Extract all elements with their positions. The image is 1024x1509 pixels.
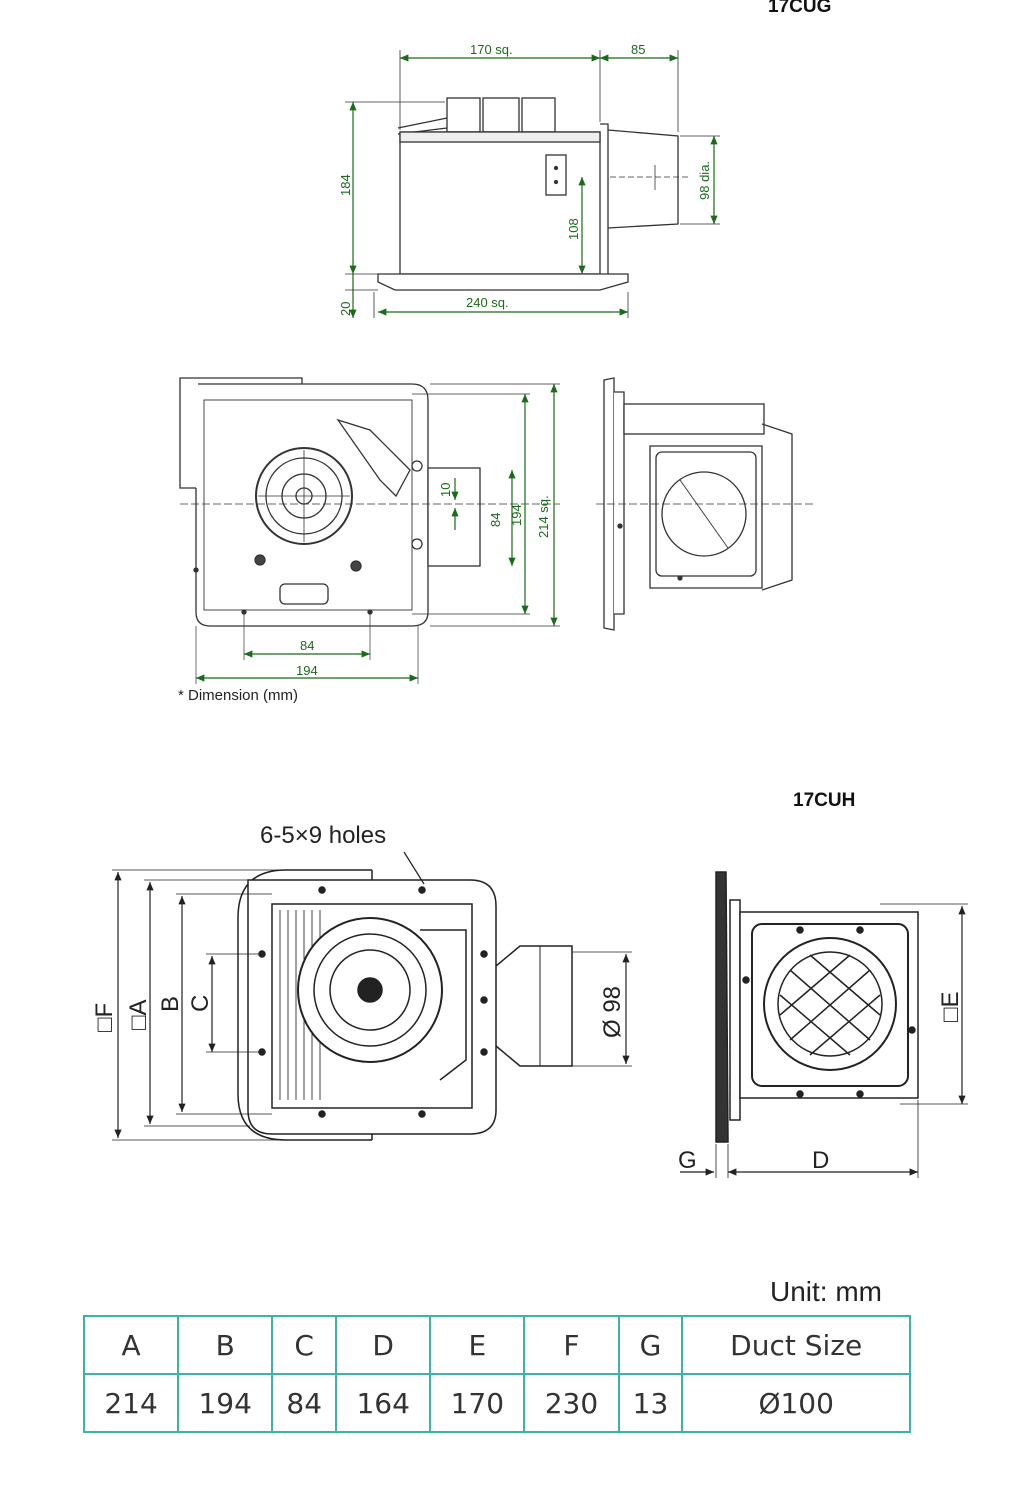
dim-98-dia: 98 dia. bbox=[697, 161, 712, 200]
table-cell: 170 bbox=[429, 1373, 526, 1433]
dim-label-b: B bbox=[157, 996, 184, 1012]
table-cell: 84 bbox=[271, 1373, 338, 1433]
dim-10: 10 bbox=[438, 483, 453, 497]
table-header: F bbox=[523, 1315, 620, 1375]
table-header: A bbox=[82, 1315, 180, 1375]
dim-240-sq: 240 sq. bbox=[466, 295, 509, 310]
table-cell: 214 bbox=[82, 1373, 180, 1433]
table-header: D bbox=[335, 1315, 432, 1375]
dim-84-vertical: 84 bbox=[488, 513, 503, 527]
side-view-17cuh bbox=[715, 871, 919, 1143]
table-cell: 164 bbox=[335, 1373, 432, 1433]
dim-label-f: □F bbox=[91, 1003, 118, 1032]
dim-label-c: C bbox=[187, 995, 214, 1012]
table-row: 214 194 84 164 170 230 13 Ø100 bbox=[82, 1373, 911, 1433]
dim-170-sq: 170 sq. bbox=[470, 42, 513, 57]
table-cell: 194 bbox=[177, 1373, 274, 1433]
dim-label-a: □A bbox=[125, 999, 152, 1030]
dim-194-horizontal: 194 bbox=[296, 663, 318, 678]
table-header: G bbox=[617, 1315, 684, 1375]
holes-label: 6-5×9 holes bbox=[260, 822, 386, 849]
dim-label-diameter: Ø 98 bbox=[599, 986, 626, 1038]
plan-view-17cug bbox=[179, 377, 560, 627]
dim-214-sq: 214 sq. bbox=[536, 495, 551, 538]
model-label-top: 17CUG bbox=[768, 0, 832, 17]
dim-label-g: G bbox=[678, 1147, 697, 1174]
table-header: B bbox=[177, 1315, 274, 1375]
table-header: Duct Size bbox=[681, 1315, 911, 1375]
dim-label-e: □E bbox=[937, 991, 964, 1022]
table-header-row: A B C D E F G Duct Size bbox=[82, 1315, 911, 1375]
end-view-17cug bbox=[596, 377, 816, 631]
dim-label-d: D bbox=[812, 1147, 829, 1174]
plan-view-17cuh bbox=[237, 851, 573, 1141]
table-cell: Ø100 bbox=[681, 1373, 911, 1433]
dim-108: 108 bbox=[566, 218, 581, 240]
dimension-note: * Dimension (mm) bbox=[178, 687, 299, 704]
spec-table: A B C D E F G Duct Size 214 194 84 164 1… bbox=[82, 1315, 911, 1433]
unit-label: Unit: mm bbox=[770, 1276, 882, 1307]
table-header: E bbox=[429, 1315, 526, 1375]
dim-184: 184 bbox=[338, 174, 353, 196]
model-label-bottom: 17CUH bbox=[793, 790, 856, 811]
dim-20: 20 bbox=[338, 302, 353, 316]
table-cell: 13 bbox=[617, 1373, 684, 1433]
dim-194-vertical: 194 bbox=[509, 504, 524, 526]
dim-85: 85 bbox=[631, 42, 645, 57]
dim-84-horizontal: 84 bbox=[300, 638, 314, 653]
table-header: C bbox=[271, 1315, 338, 1375]
table-cell: 230 bbox=[523, 1373, 620, 1433]
side-elevation-17cug bbox=[377, 97, 690, 291]
